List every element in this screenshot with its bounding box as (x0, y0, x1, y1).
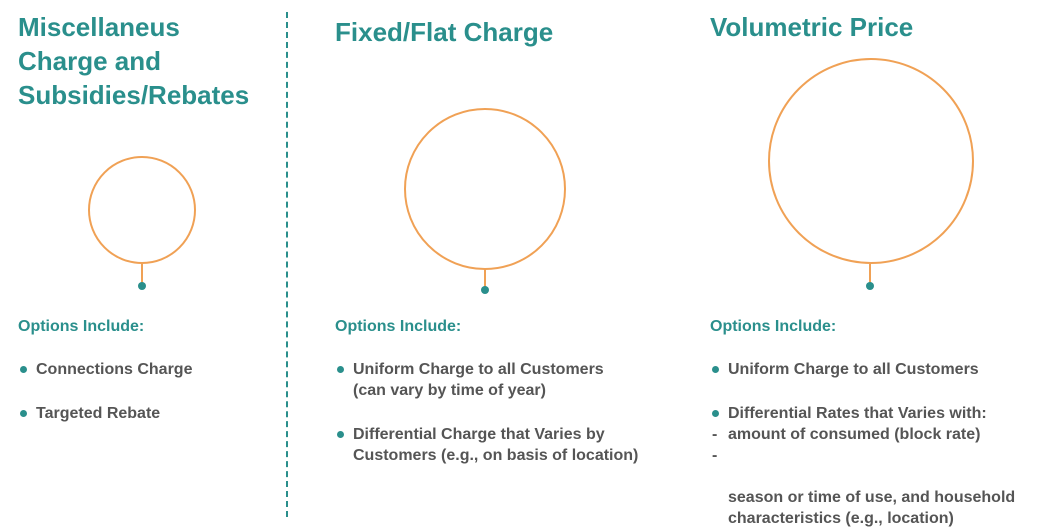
connector-line (484, 268, 486, 288)
section-title: Fixed/Flat Charge (335, 17, 554, 47)
options-title: Options Include: (335, 318, 462, 335)
circle-icon (768, 58, 974, 264)
section-title: Miscellaneus Charge and Subsidies/Rebate… (18, 12, 250, 110)
connector-line (869, 264, 871, 284)
list-item: Connections Charge (18, 359, 278, 380)
options-title: Options Include: (18, 318, 145, 335)
list-item-text: Connections Charge (36, 361, 193, 378)
sub-list-item: - season or time of use, and household c… (710, 445, 1050, 529)
section-volumetric: Volumetric Price Options Include: Unifor… (690, 0, 1053, 527)
section-title: Volumetric Price (710, 12, 914, 42)
circle-icon (88, 156, 196, 264)
section-fixed-flat: Fixed/Flat Charge Options Include: Unifo… (300, 0, 690, 524)
list-item-text: Targeted Rebate (36, 405, 161, 422)
list-item-text: Uniform Charge to all Customers (can var… (353, 361, 604, 399)
connector-dot (481, 286, 489, 294)
dashed-divider (286, 12, 288, 517)
connector-line (141, 264, 143, 284)
options-title: Options Include: (710, 318, 837, 335)
circle-icon (404, 108, 566, 270)
list-item: Differential Rates that Varies with: - a… (710, 403, 1050, 529)
dash-marker: - (712, 426, 718, 443)
list-item: Differential Charge that Varies by Custo… (335, 424, 685, 466)
dash-marker: - (712, 447, 718, 464)
options-list: Uniform Charge to all Customers Differen… (710, 359, 1050, 529)
sub-list-item-text: amount of consumed (block rate) (728, 426, 981, 443)
sub-list-item: - amount of consumed (block rate) (710, 424, 1050, 445)
connector-dot (138, 282, 146, 290)
options-list: Uniform Charge to all Customers (can var… (335, 359, 685, 489)
list-item: Uniform Charge to all Customers (710, 359, 1050, 380)
list-item: Targeted Rebate (18, 403, 278, 424)
list-item-text: Differential Charge that Varies by Custo… (353, 426, 639, 464)
options-list: Connections Charge Targeted Rebate (18, 359, 278, 447)
section-miscellaneous: Miscellaneus Charge and Subsidies/Rebate… (0, 0, 286, 524)
connector-dot (866, 282, 874, 290)
list-item: Uniform Charge to all Customers (can var… (335, 359, 685, 401)
list-item-text: Differential Rates that Varies with: (728, 405, 987, 422)
sub-list-item-text: season or time of use, and household cha… (728, 489, 1016, 527)
list-item-text: Uniform Charge to all Customers (728, 361, 979, 378)
sub-list: - amount of consumed (block rate) - seas… (710, 424, 1050, 529)
